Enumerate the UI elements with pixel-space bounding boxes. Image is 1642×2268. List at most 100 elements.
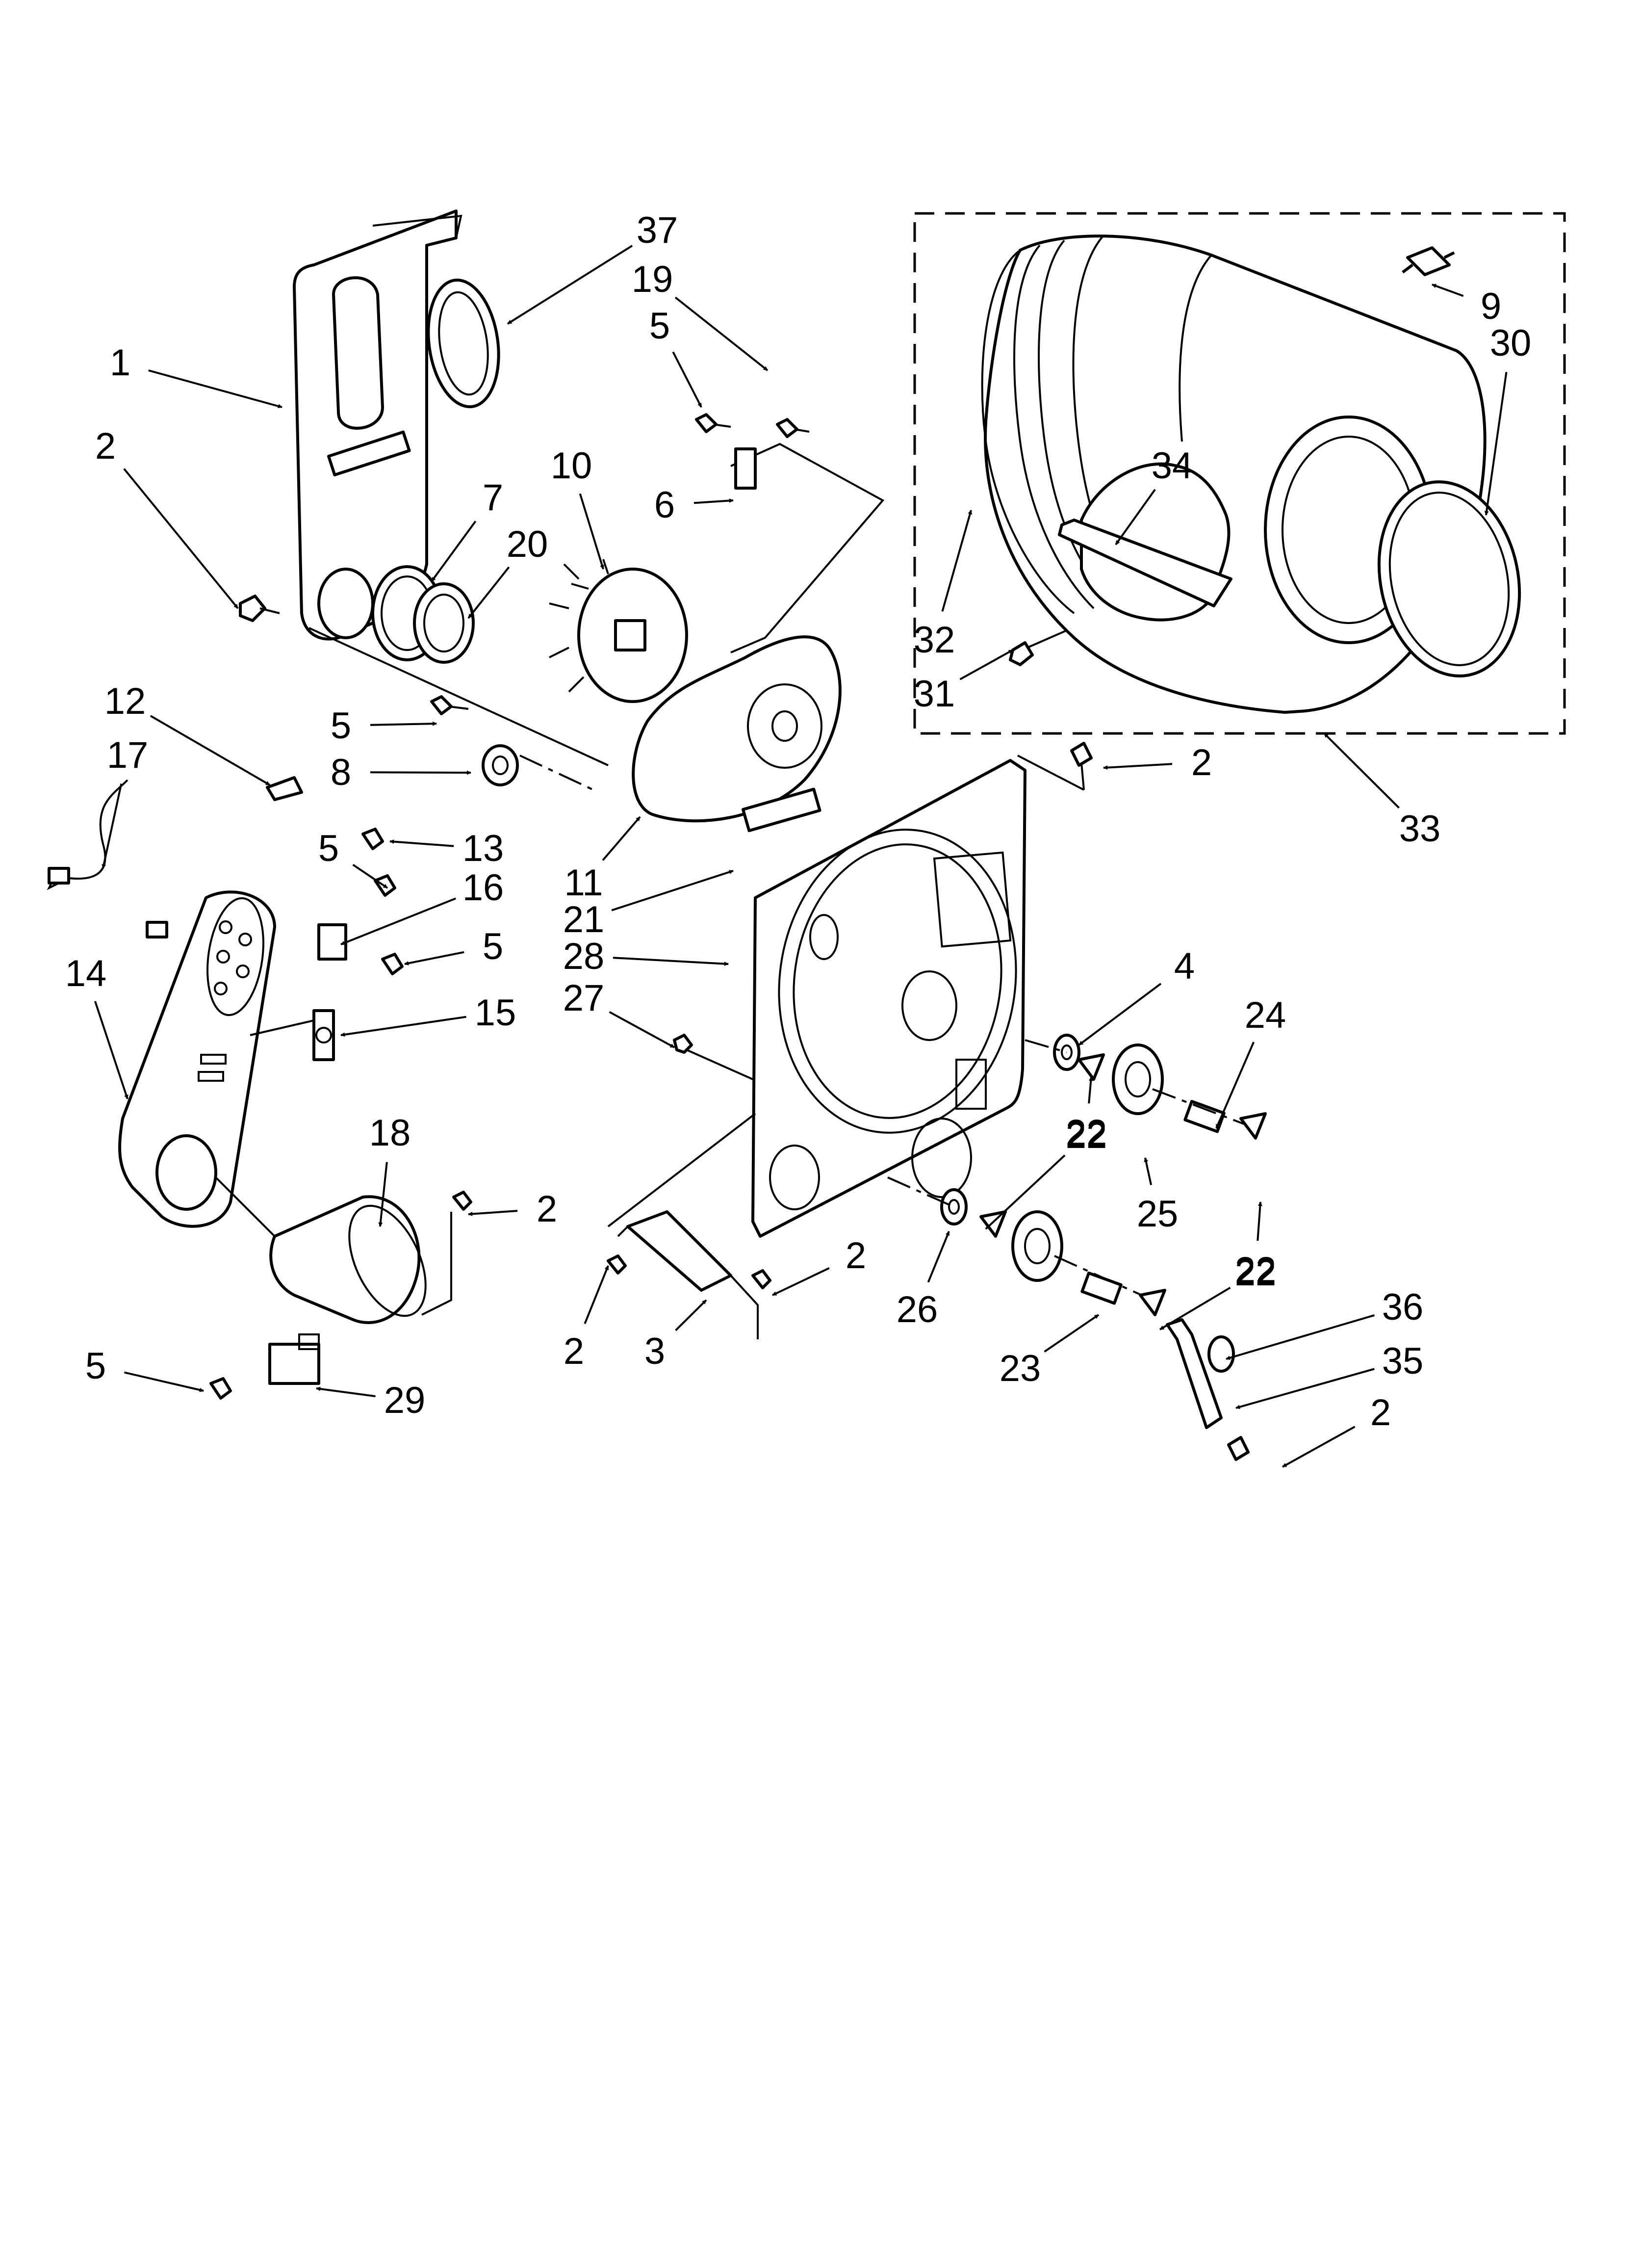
callout-number: 34	[1152, 445, 1193, 487]
leader-arrow	[1235, 1368, 1375, 1409]
callout-number: 14	[65, 953, 107, 994]
callout-number: 15	[475, 992, 516, 1034]
leader-arrow	[959, 649, 1013, 680]
callout-35: 35	[1235, 1340, 1424, 1409]
callout-23: 23	[1000, 1314, 1100, 1389]
washer-36	[1207, 1335, 1235, 1373]
burner-tube-18	[215, 1176, 427, 1324]
shaft-24	[1152, 1088, 1256, 1133]
callout-22: 22	[1235, 1201, 1277, 1291]
panel-screw	[239, 595, 280, 622]
clip-12	[266, 776, 303, 801]
callout-number: 36	[1382, 1286, 1424, 1328]
callout-number: 22	[1235, 1252, 1277, 1294]
callout-number: 10	[551, 445, 592, 487]
leader-arrow	[404, 951, 464, 965]
callout-7: 7	[431, 477, 503, 582]
connector-17b	[146, 921, 168, 938]
drum-assembly	[913, 212, 1566, 735]
callout-number: 1	[110, 342, 130, 384]
leader-arrow	[584, 1265, 609, 1325]
callout-5: 5	[318, 828, 388, 889]
callout-number: 30	[1490, 322, 1532, 364]
shaft-23	[1054, 1255, 1153, 1305]
fastener-2-bracket	[607, 1254, 627, 1275]
callout-number: 21	[563, 899, 605, 940]
callout-32: 32	[914, 510, 973, 661]
leader-arrow	[602, 816, 641, 861]
bulkhead	[751, 759, 1026, 1238]
callout-5: 5	[649, 305, 702, 408]
callout-number: 29	[384, 1380, 426, 1421]
leader-arrow	[579, 493, 604, 570]
callout-number: 12	[104, 680, 146, 722]
duct-link-line	[250, 1019, 314, 1036]
callout-3: 3	[644, 1299, 707, 1372]
callout-number: 2	[564, 1330, 584, 1372]
callout-29: 29	[316, 1380, 425, 1421]
leader-arrow	[1115, 489, 1156, 546]
callout-6: 6	[654, 484, 734, 526]
callout-5: 5	[331, 705, 437, 747]
leader-arrow	[94, 1001, 128, 1099]
callout-number: 4	[1174, 945, 1195, 987]
callout-4: 4	[1078, 945, 1195, 1046]
callout-number: 5	[483, 926, 503, 967]
leader-arrow	[985, 1154, 1066, 1230]
callout-number: 22	[1235, 1250, 1277, 1291]
callout-number: 2	[1370, 1392, 1391, 1434]
leader-arrow	[611, 870, 734, 912]
leader-arrow	[674, 296, 769, 371]
blower-housing	[632, 635, 842, 823]
leader-arrow	[1432, 284, 1464, 297]
callout-number: 2	[846, 1235, 866, 1277]
callout-number: 19	[632, 259, 673, 300]
callout-number: 5	[649, 305, 670, 347]
callout-2: 2	[1103, 742, 1212, 783]
leader-arrow	[431, 521, 477, 582]
callout-number: 22	[1066, 1112, 1107, 1154]
callout-30: 30	[1484, 322, 1532, 516]
leader-arrow	[468, 1210, 518, 1216]
callout-number: 28	[563, 936, 605, 977]
callout-28: 28	[563, 936, 729, 977]
callout-number: 9	[1481, 286, 1501, 327]
roller-25	[1112, 1043, 1164, 1115]
leader-arrow	[150, 715, 271, 786]
axis-line-upper	[1025, 1039, 1067, 1053]
callout-number: 37	[637, 209, 678, 251]
callout-25: 25	[1137, 1157, 1178, 1235]
leader-arrow	[507, 245, 633, 325]
retainer-22d	[1139, 1289, 1166, 1316]
drum-baffle	[1058, 519, 1232, 607]
callout-8: 8	[331, 752, 471, 793]
callout-19: 19	[632, 259, 769, 371]
leader-arrow	[941, 510, 973, 612]
callout-1: 1	[110, 342, 282, 409]
leader-arrow	[1215, 1042, 1255, 1129]
callout-27: 27	[563, 977, 675, 1048]
callout-number: 22	[1066, 1115, 1107, 1156]
callout-number: 35	[1382, 1340, 1424, 1382]
leader-arrow	[102, 783, 123, 869]
leader-arrow	[1159, 1286, 1231, 1330]
center-line-8	[519, 755, 594, 791]
callout-2: 2	[1282, 1392, 1391, 1468]
leader-arrow	[378, 1162, 388, 1227]
callout-5: 5	[404, 926, 503, 967]
fastener-2-arm	[1227, 1436, 1250, 1461]
leader-arrow	[1088, 1076, 1093, 1104]
callout-number: 2	[95, 425, 116, 467]
leader-arrow	[613, 957, 729, 966]
fastener-5-top	[695, 413, 731, 433]
drum-seal-ring	[1377, 480, 1521, 678]
callout-number: 32	[914, 619, 955, 661]
leader-arrow	[1484, 372, 1508, 516]
leader-arrow	[1282, 1426, 1356, 1468]
support-arm-35	[1166, 1318, 1235, 1429]
callout-20: 20	[467, 523, 548, 619]
callout-10: 10	[551, 445, 604, 570]
callout-11: 11	[564, 816, 641, 904]
blower-wheel	[549, 559, 688, 703]
